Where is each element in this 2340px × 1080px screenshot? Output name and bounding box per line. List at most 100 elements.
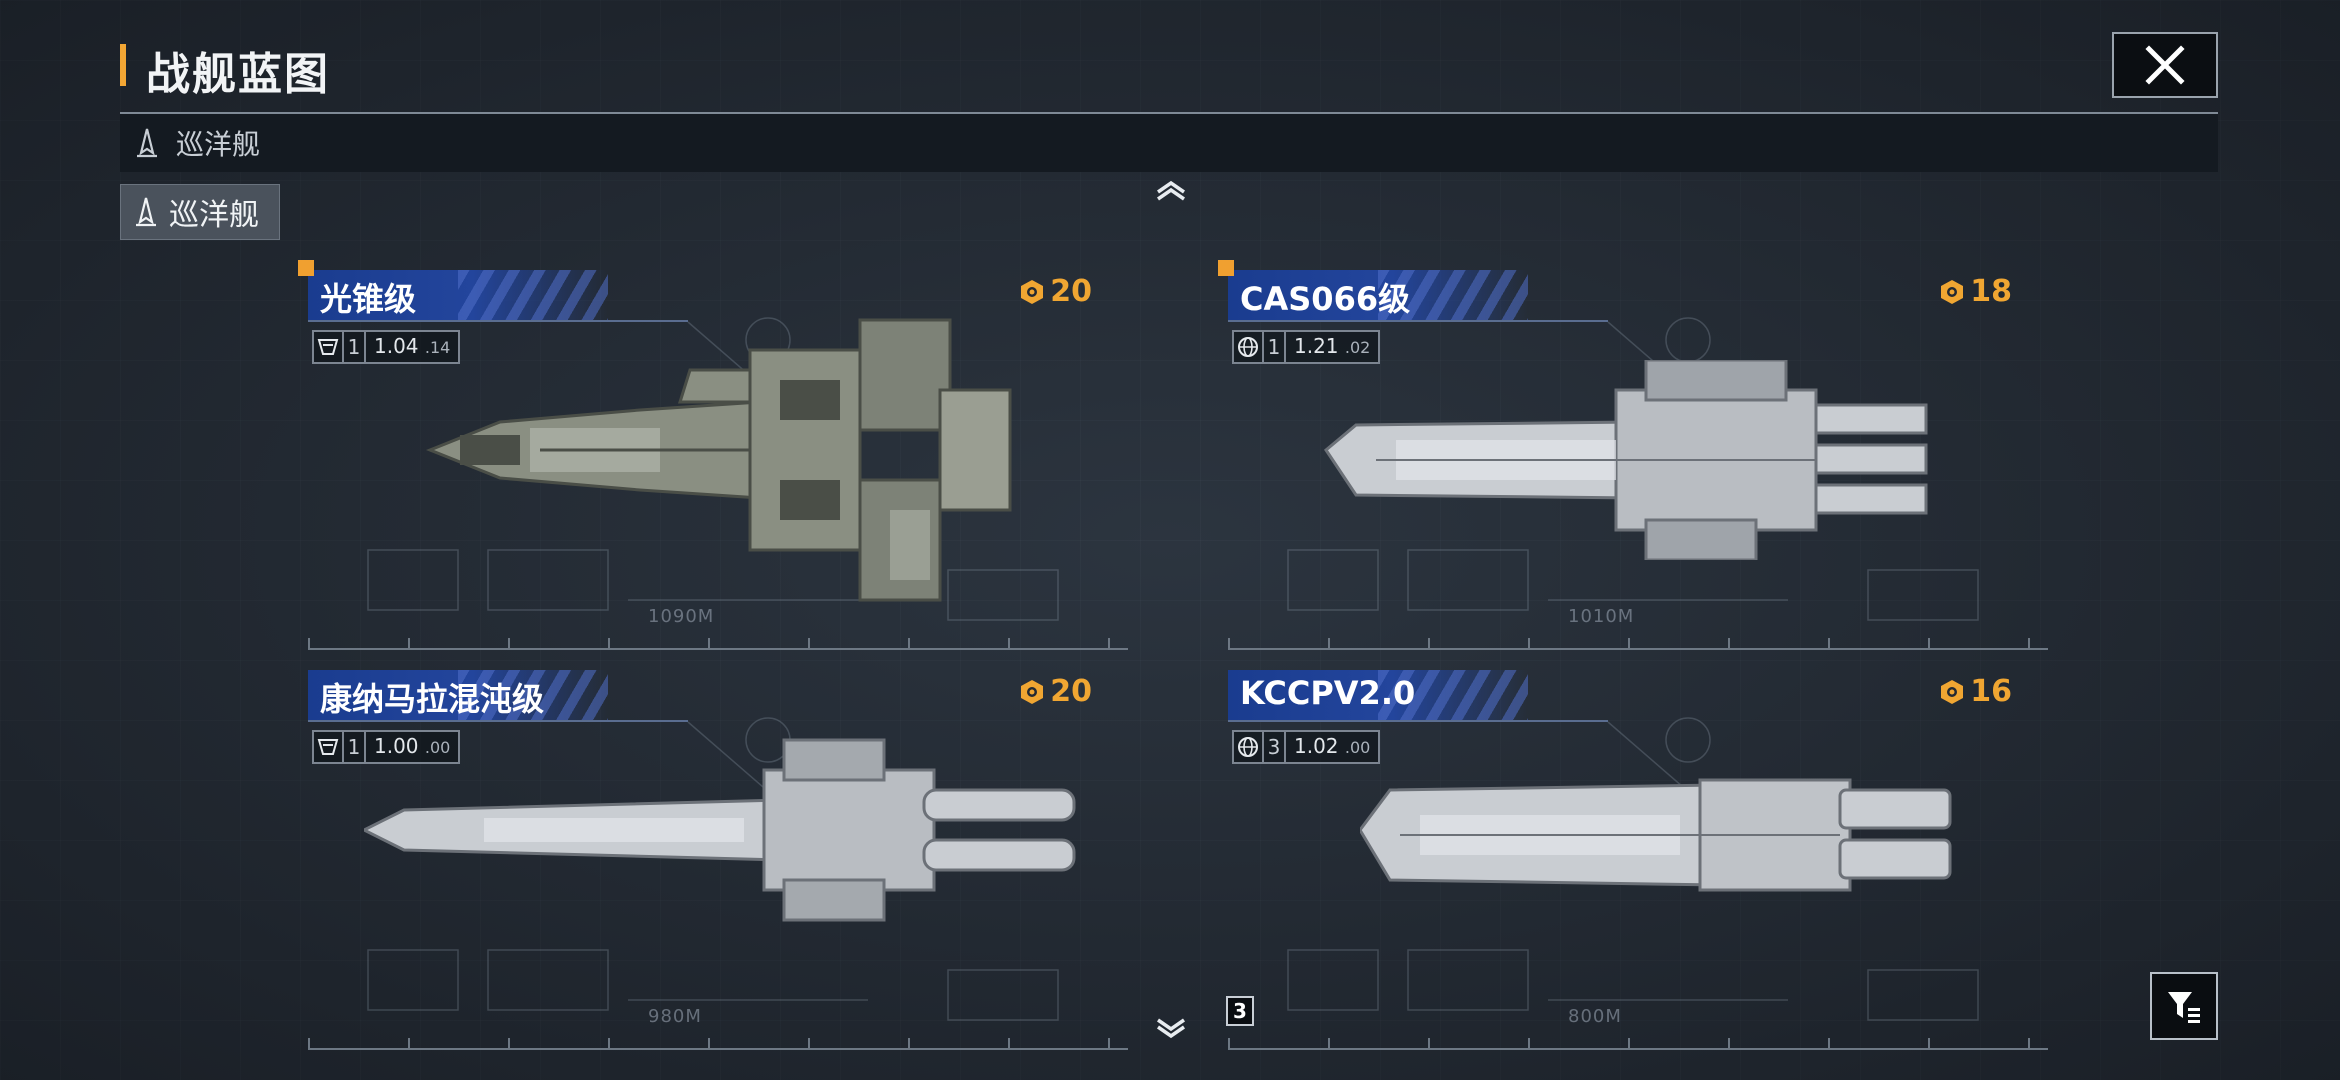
ship-length: 800M: [1568, 1006, 1622, 1027]
ship-cost: 20: [1018, 274, 1092, 309]
ship-card[interactable]: 光锥级 20 1 1.04 .14 1090M: [298, 260, 1128, 650]
ship-model-image[interactable]: [420, 310, 1020, 610]
scale-tick: [1108, 1038, 1110, 1048]
scale-tick: [1328, 638, 1330, 648]
ship-model-image[interactable]: [360, 730, 1084, 930]
card-scale-line: [308, 648, 1128, 650]
scale-tick: [2028, 638, 2030, 648]
ship-card[interactable]: 康纳马拉混沌级 20 1 1.00 .00 980M: [308, 670, 1128, 1050]
ship-name-underline: [1228, 320, 1608, 322]
ship-model-image[interactable]: [1358, 770, 1960, 900]
ship-model-image[interactable]: [1316, 358, 1936, 562]
ship-cost: 18: [1938, 274, 2012, 309]
scale-tick: [1728, 1038, 1730, 1048]
ship-length: 1090M: [648, 606, 715, 627]
scale-tick: [408, 638, 410, 648]
scale-tick: [1228, 638, 1230, 648]
scale-tick: [608, 638, 610, 648]
ship-card[interactable]: KCCPV2.0 16 3 1.02 .00 800M: [1228, 670, 2048, 1050]
new-marker: [1218, 260, 1234, 276]
version-major: 1.04: [374, 334, 419, 358]
ship-version-stat: 1 1.21 .02: [1232, 330, 1381, 364]
ship-name: 康纳马拉混沌级: [320, 680, 545, 718]
blueprint-cost-icon: [1941, 279, 1964, 304]
version-major: 1.00: [374, 734, 419, 758]
ship-version: 1.04 .14: [366, 331, 458, 363]
ship-name-underline: [308, 320, 688, 322]
scale-tick: [1008, 1038, 1010, 1048]
scale-tick: [908, 1038, 910, 1048]
ship-name-stripes: [458, 670, 608, 720]
scale-tick: [308, 638, 310, 648]
scale-tick: [508, 1038, 510, 1048]
ship-version-stat: 1 1.00 .00: [312, 730, 461, 764]
scale-tick: [908, 638, 910, 648]
ship-length: 980M: [648, 1006, 702, 1027]
category-chip-label: 巡洋舰: [169, 198, 259, 233]
page-title: 战舰蓝图: [146, 49, 330, 100]
header-divider: [120, 112, 2218, 114]
faction-emblem-icon: [317, 739, 339, 755]
count-badge: 3: [1226, 996, 1254, 1026]
scale-tick: [508, 638, 510, 648]
stat-emblem: [1234, 732, 1264, 762]
close-button[interactable]: [2112, 32, 2218, 98]
version-minor: .00: [424, 738, 451, 757]
version-major: 1.02: [1294, 734, 1339, 758]
close-icon: [2145, 45, 2185, 85]
scale-tick: [1828, 1038, 1830, 1048]
scale-tick: [1108, 638, 1110, 648]
ship-cost: 20: [1018, 674, 1092, 709]
scale-tick: [1628, 638, 1630, 648]
card-scale-line: [1228, 1048, 2048, 1050]
ship-name-stripes: [1378, 270, 1528, 320]
stat-emblem: [1234, 332, 1264, 362]
ship-cost: 16: [1938, 674, 2012, 709]
chevron-up-icon[interactable]: [1154, 178, 1188, 202]
ship-cost-value: 16: [1970, 674, 2012, 709]
scale-tick: [1008, 638, 1010, 648]
category-bar[interactable]: 巡洋舰: [120, 114, 2218, 172]
ship-name: 光锥级: [320, 280, 417, 318]
scale-tick: [808, 638, 810, 648]
ship-name-underline: [308, 720, 688, 722]
card-scale-line: [308, 1048, 1128, 1050]
ship-name-stripes: [1378, 670, 1528, 720]
scale-tick: [708, 638, 710, 648]
scale-tick: [1828, 638, 1830, 648]
version-minor: .00: [1344, 738, 1371, 757]
chevron-down-icon[interactable]: [1154, 1016, 1188, 1040]
ship-card[interactable]: CAS066级 18 1 1.21 .02 1010M: [1218, 260, 2048, 650]
version-major: 1.21: [1294, 334, 1339, 358]
ship-tier: 3: [1264, 732, 1286, 762]
scale-tick: [1228, 1038, 1230, 1048]
card-scale-line: [1228, 648, 2048, 650]
scale-tick: [1428, 638, 1430, 648]
blueprint-cost-icon: [1021, 679, 1044, 704]
category-chip-cruiser[interactable]: 巡洋舰: [120, 184, 280, 240]
ship-version-stat: 1 1.04 .14: [312, 330, 461, 364]
globe-icon: [1238, 737, 1258, 757]
ship-tier: 1: [344, 732, 366, 762]
scale-tick: [1628, 1038, 1630, 1048]
scale-tick: [1528, 1038, 1530, 1048]
ship-cost-value: 20: [1050, 274, 1092, 309]
stat-emblem: [314, 332, 344, 362]
filter-icon: [2168, 992, 2200, 1023]
scale-tick: [708, 1038, 710, 1048]
scale-tick: [308, 1038, 310, 1048]
title-accent-bar: [120, 44, 126, 86]
stat-emblem: [314, 732, 344, 762]
scale-tick: [1928, 638, 1930, 648]
scale-tick: [1728, 638, 1730, 648]
ship-length: 1010M: [1568, 606, 1635, 627]
scale-tick: [2028, 1038, 2030, 1048]
ship-version-stat: 3 1.02 .00: [1232, 730, 1381, 764]
ship-cost-value: 20: [1050, 674, 1092, 709]
scale-tick: [608, 1038, 610, 1048]
scale-tick: [1928, 1038, 1930, 1048]
ship-cost-value: 18: [1970, 274, 2012, 309]
filter-button[interactable]: [2150, 972, 2218, 1040]
ship-version: 1.21 .02: [1286, 331, 1378, 363]
ship-version: 1.02 .00: [1286, 731, 1378, 763]
